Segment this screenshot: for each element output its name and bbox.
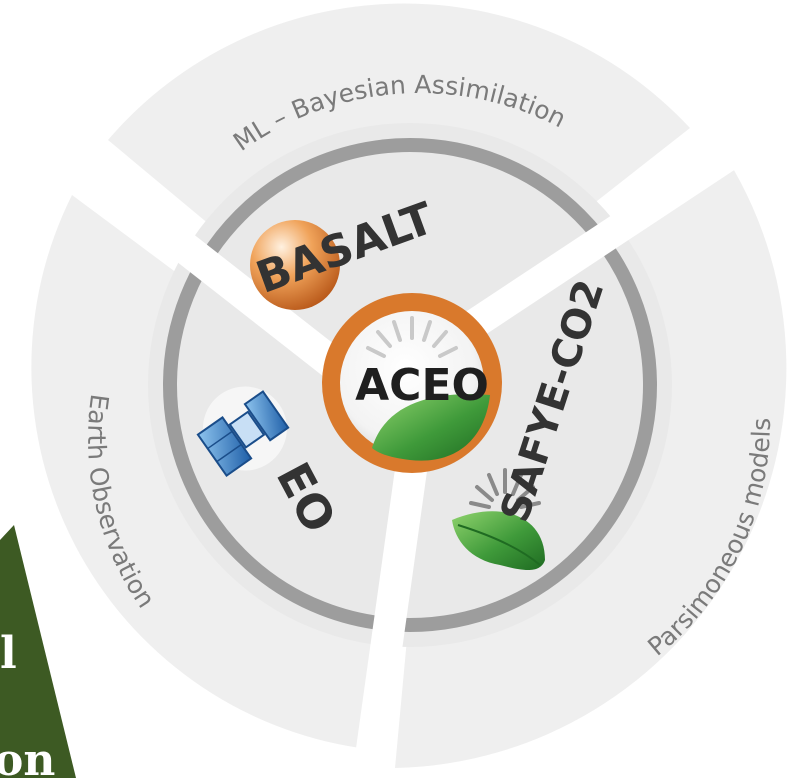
- satellite-icon: [196, 386, 290, 477]
- sun-icon: [469, 468, 541, 509]
- inner-ring: [163, 138, 657, 632]
- divider-bottom: [352, 417, 434, 778]
- corner-panel: l on: [0, 525, 76, 778]
- orange-ball-icon: [250, 220, 340, 310]
- corner-panel-text: on: [0, 735, 55, 778]
- leaf-vein: [457, 524, 541, 566]
- corner-panel-letter: l: [0, 628, 17, 679]
- leaf-icon: [372, 394, 490, 461]
- corner-panel-bg: [0, 525, 76, 778]
- sun-icon: [366, 316, 458, 358]
- center-label: ACEO: [355, 360, 489, 411]
- center-aceo: ACEO: [322, 293, 502, 473]
